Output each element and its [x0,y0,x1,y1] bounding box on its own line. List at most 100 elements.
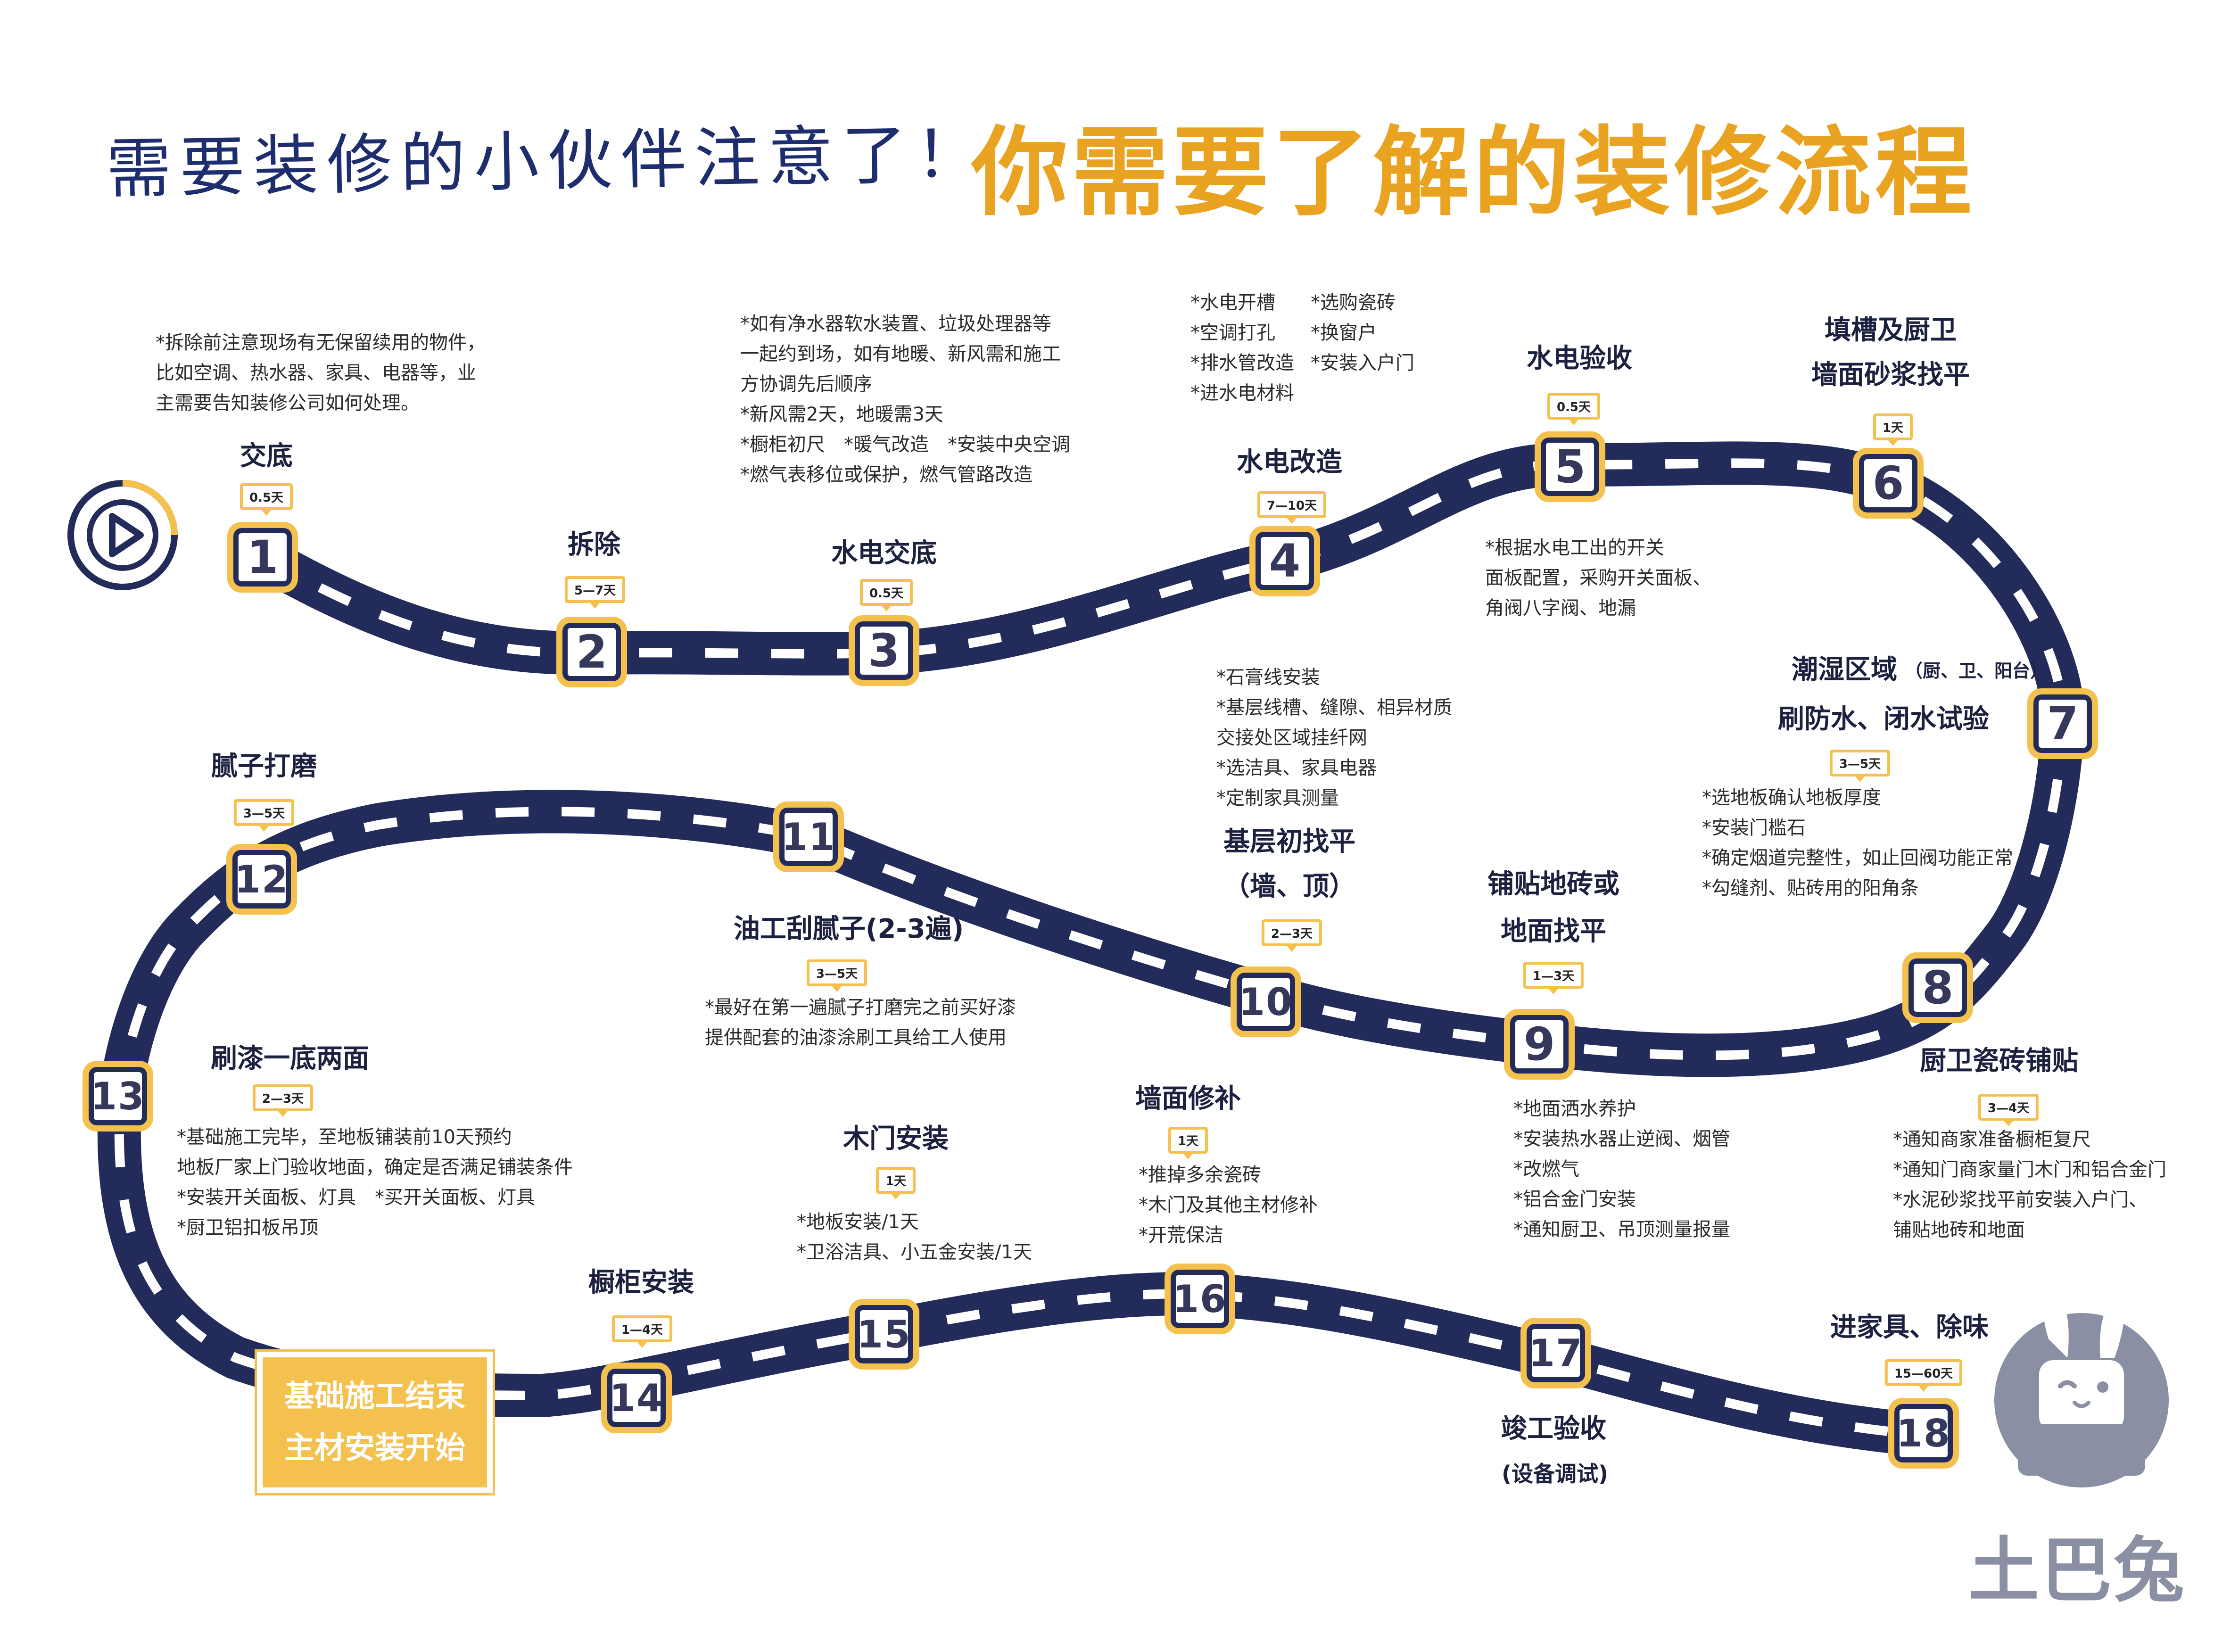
step-title-17: 竣工验收 [1501,1413,1606,1444]
step-title-17-sub: (设备调试) [1502,1461,1609,1487]
step-node-5: 5 [1535,431,1605,502]
note-step-3: *如有净水器软水装置、垃圾处理器等 一起约到场，如有地暖、新风需和施工 方协调先… [740,309,1070,490]
note-line: 交接处区域挂纤网 [1216,727,1367,749]
step-node-3: 3 [849,615,919,686]
note-line: *安装开关面板、灯具 *买开关面板、灯具 [177,1187,535,1208]
note-line: *换窗户 [1311,322,1377,344]
step-title-13: 刷漆一底两面 [211,1043,369,1074]
note-step-16: *推掉多余瓷砖 *木门及其他主材修补 *开荒保洁 [1139,1160,1318,1250]
note-step-4-col1: *水电开槽 *空调打孔 *排水管改造 *进水电材料 [1190,288,1294,408]
duration-badge-7: 3—5天 [1829,750,1891,782]
note-line: 地板厂家上门验收地面，确定是否满足铺装条件 [177,1156,573,1178]
step-title-6-line2: 墙面砂浆找平 [1811,360,1970,390]
step-node-18: 18 [1888,1398,1959,1469]
step-title-10-line2: （墙、顶） [1223,871,1355,902]
step-title-12: 腻子打磨 [211,751,317,782]
note-line: *通知商家准备橱柜复尺 [1893,1129,2091,1150]
note-line: *开荒保洁 [1139,1224,1223,1246]
duration-badge-15: 1天 [876,1167,916,1199]
note-line: *安装门槛石 [1702,817,1806,839]
note-line: 提供配套的油漆涂刷工具给工人使用 [705,1027,1007,1049]
note-step-10: *石膏线安装 *基层线槽、缝隙、相异材质 交接处区域挂纤网 *选洁具、家具电器 … [1216,662,1452,813]
note-step-11: *最好在第一遍腻子打磨完之前买好漆 提供配套的油漆涂刷工具给工人使用 [705,992,1016,1053]
note-line: 铺贴地砖和地面 [1893,1219,2025,1241]
note-line: *选洁具、家具电器 [1216,757,1377,779]
note-line: *进水电材料 [1190,382,1294,404]
step-title-7-line1: 潮湿区域 [1792,654,1897,685]
duration-badge-14: 1—4天 [611,1315,673,1348]
rabbit-logo-icon [1994,1292,2169,1487]
step-title-1: 交底 [240,441,293,471]
duration-badge-5: 0.5天 [1547,393,1601,425]
note-line: *通知门商家量门木门和铝合金门 [1893,1159,2166,1181]
note-line: 一起约到场，如有地暖、新风需和施工 [740,343,1061,365]
note-line: *厨卫铝扣板吊顶 [177,1217,318,1239]
duration-badge-4: 7—10天 [1257,491,1327,524]
note-line: *最好在第一遍腻子打磨完之前买好漆 [705,997,1016,1018]
note-line: *橱柜初尺 *暖气改造 *安装中央空调 [740,434,1070,455]
step-title-5: 水电验收 [1527,343,1632,374]
step-node-6: 6 [1853,448,1924,519]
note-line: *木门及其他主材修补 [1139,1194,1318,1216]
milestone-line-2: 主材安装开始 [284,1431,465,1466]
step-title-9-line1: 铺贴地砖或 [1487,869,1619,900]
step-title-9-line2: 地面找平 [1501,916,1606,947]
note-line: *确定烟道完整性，如止回阀功能正常 [1702,847,2013,869]
play-icon [67,480,178,590]
note-step-8: *通知商家准备橱柜复尺 *通知门商家量门木门和铝合金门 *水泥砂浆找平前安装入户… [1893,1124,2166,1245]
step-node-15: 15 [849,1299,919,1370]
note-line: *通知厨卫、吊顶测量报量 [1513,1219,1730,1240]
step-node-4: 4 [1249,526,1320,596]
step-title-2: 拆除 [568,529,620,560]
note-line: *地板安装/1天 [797,1211,919,1233]
duration-badge-12: 3—5天 [233,799,295,832]
milestone-box: 基础施工结束 主材安装开始 [255,1349,495,1495]
note-line: 比如空调、热水器、家具、电器等，业 [156,362,476,384]
header-title: 你需要了解的装修流程 [971,117,1975,229]
step-node-8: 8 [1902,952,1973,1023]
note-line: *选地板确认地板厚度 [1702,787,1881,809]
duration-badge-13: 2—3天 [252,1084,314,1117]
note-line: *铝合金门安装 [1513,1189,1636,1210]
step-title-15: 木门安装 [843,1123,949,1154]
note-line: *燃气表移位或保护，燃气管路改造 [740,464,1033,486]
note-line: *根据水电工出的开关 [1485,537,1664,559]
note-line: 方协调先后顺序 [740,373,872,395]
step-node-1: 1 [227,522,298,593]
step-title-8: 厨卫瓷砖铺贴 [1920,1046,2078,1076]
note-step-5: *根据水电工出的开关 面板配置，采购开关面板、 角阀八字阀、地漏 [1485,533,1711,623]
duration-badge-18: 15—60天 [1884,1359,1963,1392]
note-line: *地面洒水养护 [1513,1098,1636,1120]
note-step-1: *拆除前注意现场有无保留续用的物件， 比如空调、热水器、家具、电器等，业 主需要… [156,328,486,418]
step-node-9: 9 [1504,1009,1575,1080]
duration-badge-9: 1—3天 [1523,962,1584,994]
header-subtitle: 需要装修的小伙伴注意了！ [105,116,990,207]
milestone-box-inner: 基础施工结束 主材安装开始 [263,1357,487,1487]
step-title-4: 水电改造 [1237,447,1342,478]
note-line: *基层线槽、缝隙、相异材质 [1216,697,1452,719]
note-line: *改燃气 [1513,1158,1579,1180]
note-step-15: *地板安装/1天 *卫浴洁具、小五金安装/1天 [797,1207,1032,1267]
duration-badge-6: 1天 [1873,413,1913,446]
note-line: *基础施工完毕，至地板铺装前10天预约 [177,1126,512,1148]
duration-badge-8: 3—4天 [1978,1094,2039,1126]
note-line: *石膏线安装 [1216,667,1320,688]
step-node-14: 14 [601,1363,672,1433]
note-line: 主需要告知装修公司如何处理。 [156,392,420,414]
note-line: *空调打孔 [1190,322,1275,344]
duration-badge-2: 5—7天 [564,576,626,609]
duration-badge-11: 3—5天 [806,959,867,992]
step-title-7-line2: 刷防水、闭水试验 [1778,704,1989,735]
step-title-14: 橱柜安装 [588,1267,694,1298]
note-line: *定制家具测量 [1216,787,1339,809]
step-title-16: 墙面修补 [1135,1083,1241,1114]
step-title-10-line1: 基层初找平 [1223,826,1355,857]
step-node-17: 17 [1520,1318,1591,1388]
step-node-11: 11 [773,801,844,872]
note-line: *水泥砂浆找平前安装入户门、 [1893,1189,2148,1211]
note-line: 面板配置，采购开关面板、 [1485,567,1711,589]
note-step-9: *地面洒水养护 *安装热水器止逆阀、烟管 *改燃气 *铝合金门安装 *通知厨卫、… [1513,1094,1730,1245]
step-node-12: 12 [226,844,297,915]
duration-badge-3: 0.5天 [859,579,913,611]
